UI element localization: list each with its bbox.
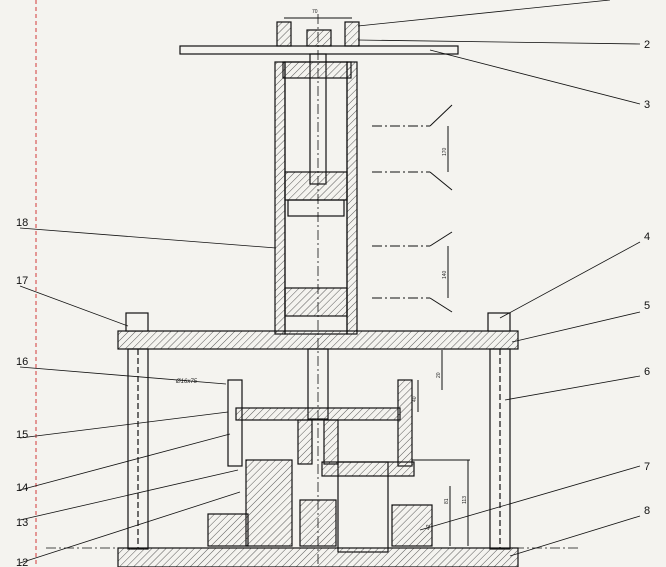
dim-stroke-upper: 170 xyxy=(442,147,448,156)
stroke-indicators xyxy=(284,17,470,546)
cylinder-wall-right xyxy=(346,61,358,335)
dim-offset: 20 xyxy=(436,372,442,378)
base-plate xyxy=(117,547,519,567)
stud-right xyxy=(397,379,413,467)
plate-bolt-left xyxy=(125,312,149,332)
callout-14: 14 xyxy=(16,482,28,494)
dim-h2: 113 xyxy=(462,496,468,504)
spring-left xyxy=(297,419,313,465)
callout-16: 16 xyxy=(16,356,28,368)
thread-annotation: Ø16x75 xyxy=(175,379,198,385)
callout-7: 7 xyxy=(644,461,650,473)
callout-13: 13 xyxy=(16,517,28,529)
fixture-right-pad xyxy=(321,461,415,477)
leader-lines xyxy=(19,0,641,564)
top-nut-center xyxy=(306,29,332,47)
callout-4: 4 xyxy=(644,231,650,243)
callout-18: 18 xyxy=(16,217,28,229)
machine-structure xyxy=(46,14,580,567)
cylinder-wall-left xyxy=(274,61,286,335)
callout-17: 17 xyxy=(16,275,28,287)
lower-block-left xyxy=(207,513,249,547)
callout-15: 15 xyxy=(16,429,28,441)
callout-8: 8 xyxy=(644,505,650,517)
stud-left xyxy=(227,379,243,467)
fixture-left xyxy=(245,459,293,547)
callout-12: 12 xyxy=(16,557,28,567)
lower-block-right xyxy=(391,504,433,547)
dim-stroke-lower: 140 xyxy=(442,270,448,279)
piston-lower xyxy=(284,287,348,317)
main-plate xyxy=(117,330,519,350)
dim-top-width: 70 xyxy=(312,9,318,15)
piston-mid xyxy=(287,199,345,217)
dim-spacing-small: 40 xyxy=(412,396,418,402)
spring-right xyxy=(323,419,339,465)
moving-plate xyxy=(235,407,401,421)
callout-5: 5 xyxy=(644,300,650,312)
top-crossbar xyxy=(179,45,459,55)
top-bolt-left xyxy=(276,21,292,47)
piston-upper xyxy=(284,171,348,201)
top-bolt-right xyxy=(344,21,360,47)
callout-6: 6 xyxy=(644,366,650,378)
callout-2: 2 xyxy=(644,39,650,51)
lower-block xyxy=(299,499,337,547)
plate-bolt-right xyxy=(487,312,511,332)
cap-top xyxy=(282,61,352,79)
callout-3: 3 xyxy=(644,99,650,111)
dim-h1: 81 xyxy=(444,498,450,504)
